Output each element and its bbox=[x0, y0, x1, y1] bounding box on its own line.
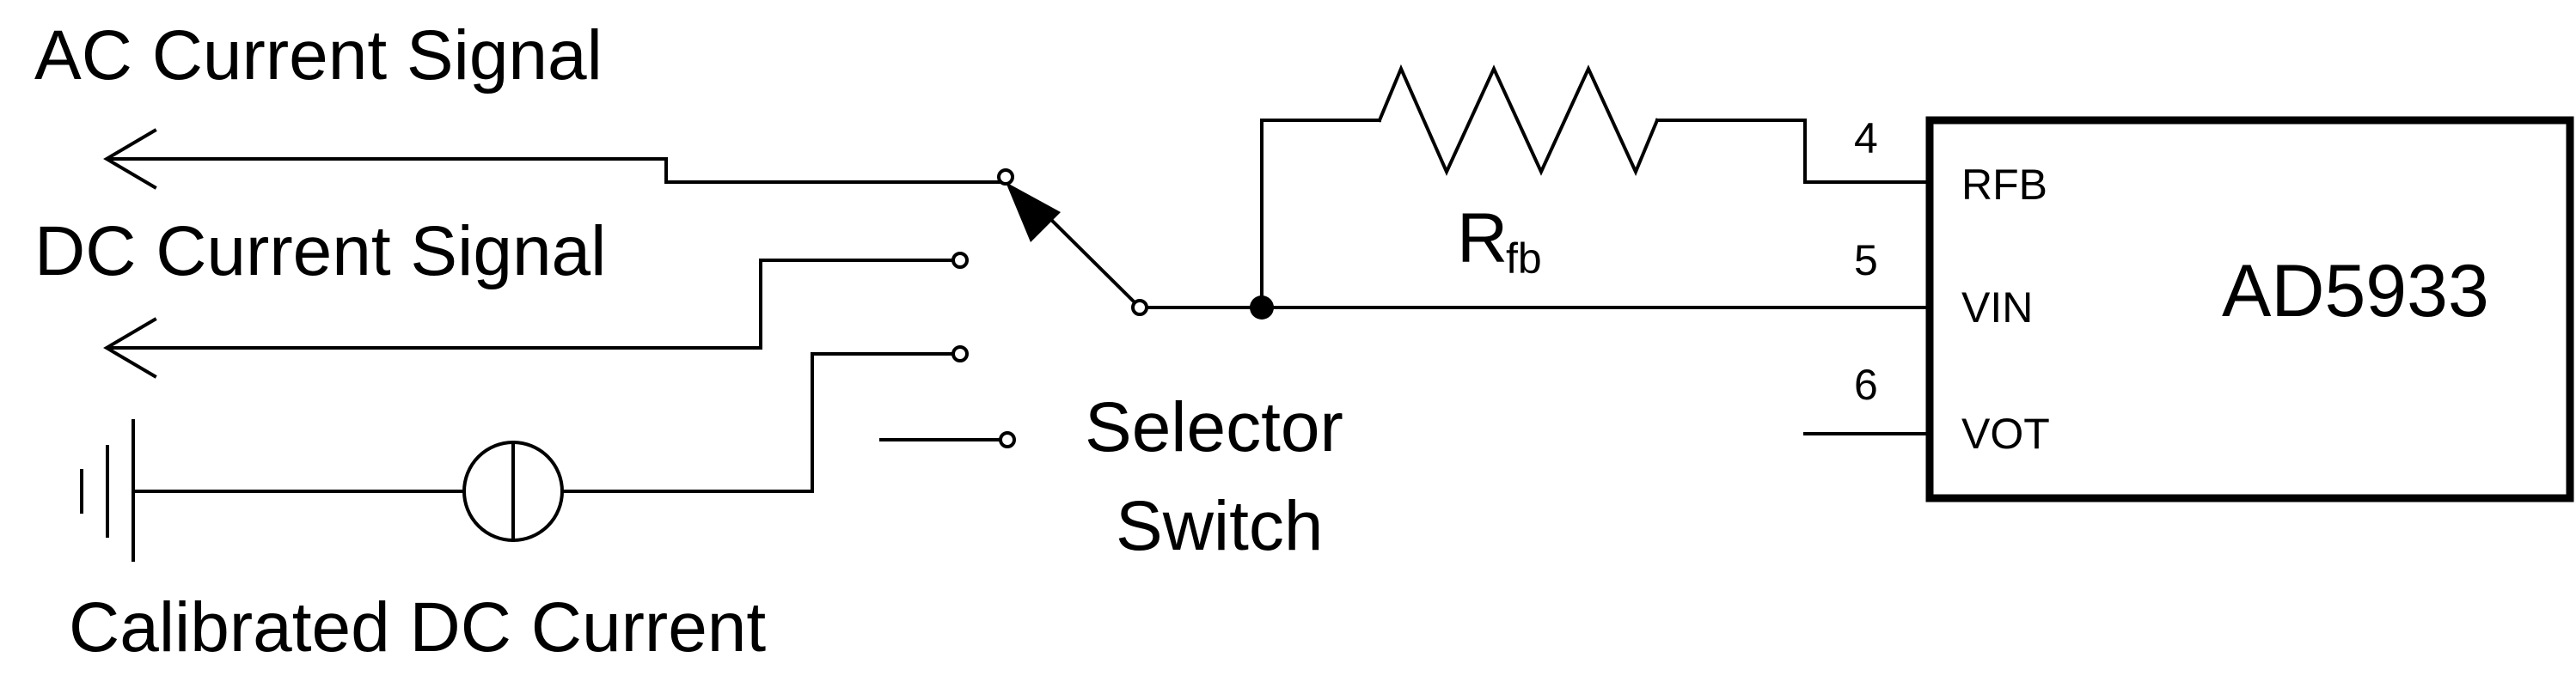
switch-terminal-ac[interactable] bbox=[997, 168, 1014, 186]
calibrated-source-wire bbox=[132, 352, 956, 493]
switch-terminal-dc[interactable] bbox=[951, 252, 969, 269]
resistor-label: R bbox=[1457, 199, 1508, 277]
selector-switch-blade[interactable] bbox=[1006, 182, 1142, 310]
switch-terminal-unused[interactable] bbox=[999, 431, 1016, 448]
pin-name-vot: VOT bbox=[1961, 410, 2050, 458]
calibrated-label: Calibrated DC Current bbox=[69, 588, 766, 667]
switch-terminal-common[interactable] bbox=[1131, 299, 1148, 316]
feedback-resistor-wire bbox=[1260, 64, 1931, 309]
pin-name-vin: VIN bbox=[1961, 283, 2033, 332]
ac-signal-wire bbox=[103, 128, 1007, 190]
ad5933-chip bbox=[1925, 116, 2574, 502]
selector-label-line1: Selector bbox=[1085, 388, 1343, 466]
dc-signal-label: DC Current Signal bbox=[34, 212, 606, 290]
ground-symbol bbox=[80, 419, 135, 562]
resistor-label-subscript: fb bbox=[1506, 234, 1542, 283]
selector-label-line2: Switch bbox=[1116, 487, 1324, 565]
switch-terminal-calibrated[interactable] bbox=[951, 345, 969, 362]
pin-number-4: 4 bbox=[1854, 114, 1878, 162]
pin-number-5: 5 bbox=[1854, 236, 1878, 284]
pin-number-6: 6 bbox=[1854, 361, 1878, 409]
ac-signal-label: AC Current Signal bbox=[34, 16, 603, 94]
current-source-symbol bbox=[462, 441, 564, 542]
dc-signal-wire bbox=[103, 259, 956, 379]
pin-name-rfb: RFB bbox=[1961, 161, 2047, 209]
chip-name: AD5933 bbox=[2222, 250, 2489, 332]
